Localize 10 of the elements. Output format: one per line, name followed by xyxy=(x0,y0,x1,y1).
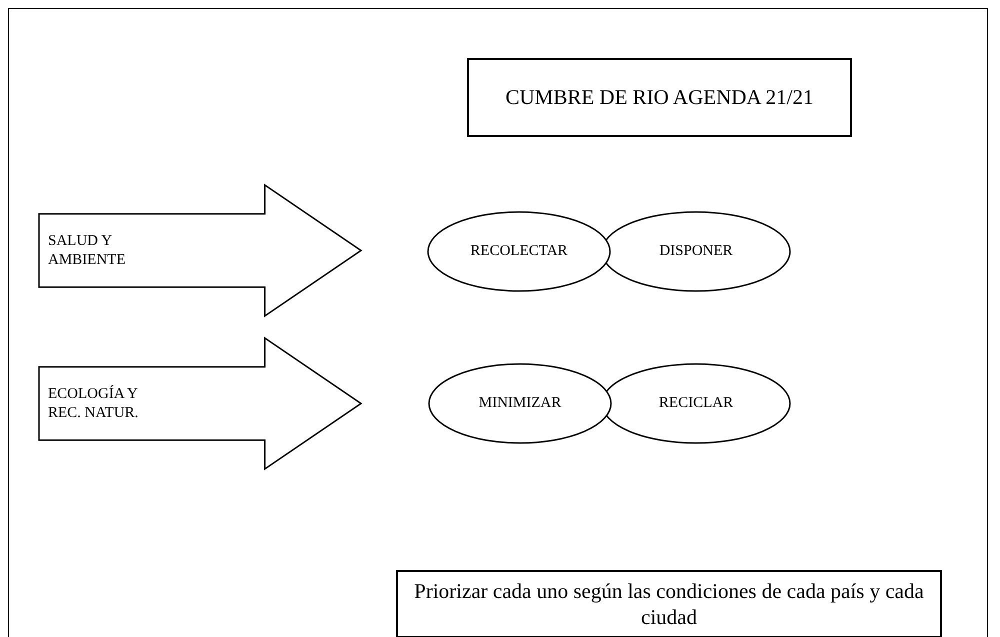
ellipse-label: MINIMIZAR xyxy=(478,394,562,413)
arrow-label: ECOLOGÍA Y REC. NATUR. xyxy=(48,384,140,422)
ellipse-label: RECICLAR xyxy=(658,394,734,413)
box-text: CUMBRE DE RIO AGENDA 21/21 xyxy=(505,84,814,111)
note-box xyxy=(396,570,942,637)
title-box xyxy=(467,58,852,137)
ellipse-label: DISPONER xyxy=(659,242,733,261)
box-text: Priorizar cada uno según las condiciones de cada país y cada ciudad xyxy=(413,578,925,630)
ellipse-label: RECOLECTAR xyxy=(470,242,568,261)
arrow-label: SALUD Y AMBIENTE xyxy=(48,232,126,270)
